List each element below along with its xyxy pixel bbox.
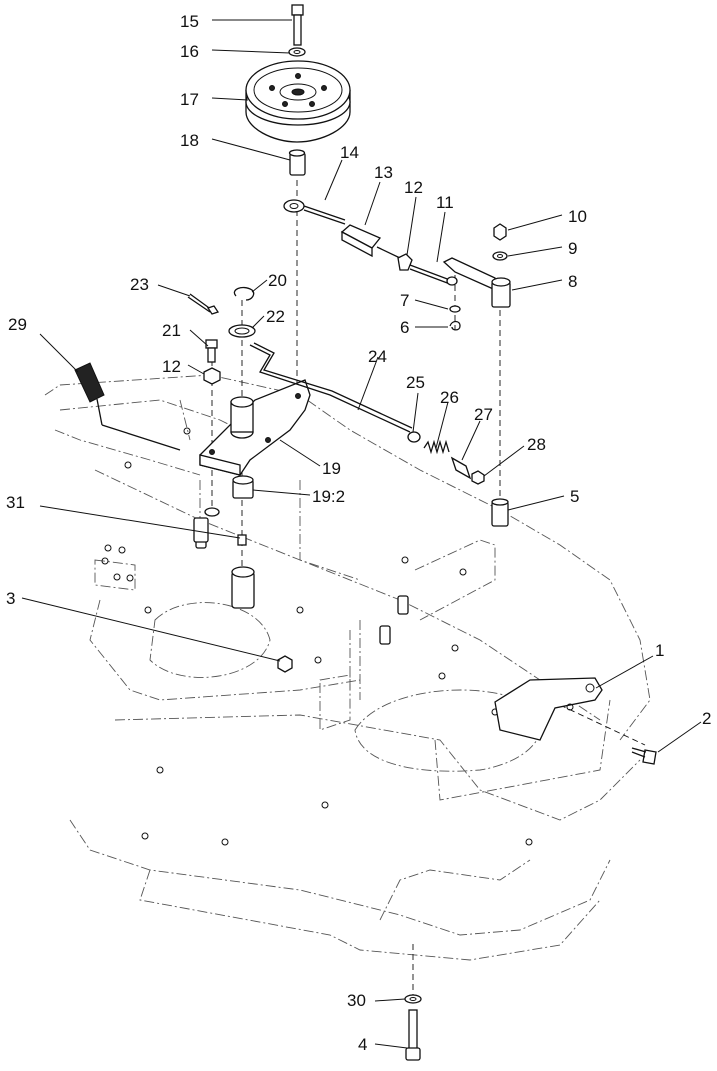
- mower-deck-outline: [44, 374, 651, 961]
- callout-22: 22: [266, 307, 285, 326]
- part-28-nut: [471, 470, 485, 485]
- callout-8: 8: [568, 272, 577, 291]
- callout-25: 25: [406, 373, 425, 392]
- leader-lines: [21, 19, 702, 1049]
- part-12-nut: [397, 253, 413, 271]
- part-9-washer: [492, 251, 508, 261]
- callout-23: 23: [130, 275, 149, 294]
- part-21-bolt: [205, 339, 218, 363]
- callout-7: 7: [400, 291, 409, 310]
- part-5-spacer: [491, 498, 509, 527]
- part-19-bracket: [199, 379, 311, 476]
- callout-20: 20: [268, 271, 287, 290]
- part-25-clip: [407, 431, 421, 443]
- part-11-rod: [409, 264, 458, 286]
- callout-4: 4: [358, 1035, 367, 1054]
- part-19-2-bushing: [232, 475, 254, 499]
- callout-24: 24: [368, 347, 387, 366]
- callout-19: 19: [322, 459, 341, 478]
- part-1-bracket: [494, 677, 603, 741]
- part-26-spring: [423, 439, 450, 455]
- part-10-nut: [493, 223, 507, 241]
- part-13-sleeve: [340, 224, 401, 259]
- part-18-spacer: [288, 149, 306, 176]
- part-17-idler-pulley: [245, 60, 351, 143]
- callout-5: 5: [570, 487, 579, 506]
- callout-6: 6: [400, 318, 409, 337]
- part-31-fitting: [237, 534, 247, 546]
- callout-labels: 15 16 17 18 14 13 12 11 10 9 8 7 6 23 20…: [6, 12, 711, 1054]
- callout-1: 1: [655, 641, 664, 660]
- deck-studs: [195, 529, 409, 645]
- part-20-e-clip: [233, 286, 255, 301]
- callout-26: 26: [440, 388, 459, 407]
- callout-19-2: 19:2: [312, 487, 345, 506]
- callout-15: 15: [180, 12, 199, 31]
- part-27-adjuster: [450, 456, 472, 480]
- part-12-nut-left: [203, 367, 221, 385]
- assembly-centerlines: [211, 180, 646, 1000]
- part-14-eyebolt: [283, 199, 346, 225]
- part-2-bolt: [631, 747, 657, 765]
- part-23-pin: [187, 293, 220, 315]
- part-7-washer: [449, 305, 461, 313]
- callout-16: 16: [180, 42, 199, 61]
- callout-9: 9: [568, 239, 577, 258]
- callout-29: 29: [8, 315, 27, 334]
- callout-3: 3: [6, 589, 15, 608]
- part-15-bolt: [291, 4, 304, 46]
- callout-21: 21: [162, 321, 181, 340]
- callout-12b: 12: [162, 357, 181, 376]
- part-22-washer: [228, 324, 256, 338]
- part-8-idler-arm: [442, 257, 511, 308]
- part-4-bolt: [405, 1009, 421, 1061]
- deck-holes: [101, 427, 533, 846]
- callout-14: 14: [340, 143, 359, 162]
- part-16-washer: [288, 47, 306, 57]
- callout-18: 18: [180, 131, 199, 150]
- callout-11: 11: [436, 193, 454, 212]
- callout-28: 28: [527, 435, 546, 454]
- pivot-post-left: [193, 507, 220, 543]
- callout-2: 2: [702, 709, 711, 728]
- callout-17: 17: [180, 90, 199, 109]
- part-30-washer: [404, 994, 422, 1004]
- part-29-grip: [74, 362, 181, 451]
- callout-27: 27: [474, 405, 493, 424]
- part-3-nut: [277, 655, 293, 673]
- callout-13: 13: [374, 163, 393, 182]
- callout-30: 30: [347, 991, 366, 1010]
- spindle-housing: [231, 566, 255, 609]
- part-24-rod: [249, 342, 413, 433]
- callout-12a: 12: [404, 178, 423, 197]
- part-6-clip: [449, 320, 461, 331]
- callout-31: 31: [6, 493, 25, 512]
- callout-10: 10: [568, 207, 587, 226]
